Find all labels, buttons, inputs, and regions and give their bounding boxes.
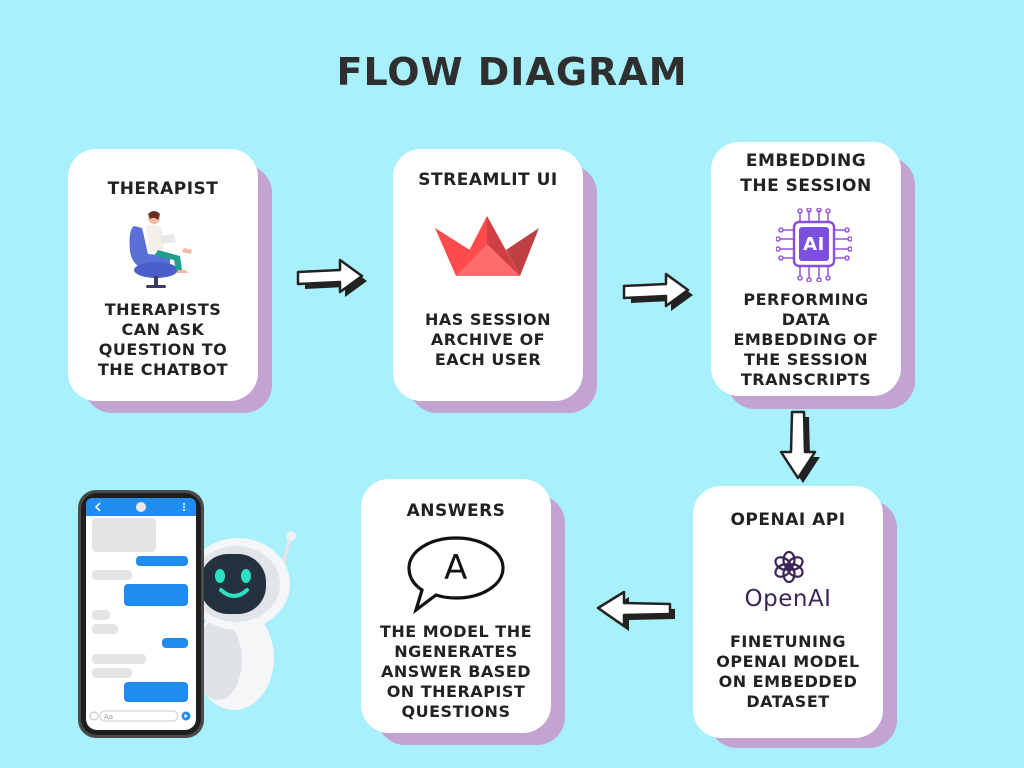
chat-input-placeholder: Aa bbox=[104, 713, 114, 721]
card-body-embedding: PERFORMING DATA EMBEDDING OF THE SESSION… bbox=[733, 290, 879, 389]
page-title: FLOW DIAGRAM bbox=[336, 50, 688, 94]
card-heading-answers: ANSWERS bbox=[406, 501, 506, 521]
card-embedding bbox=[711, 142, 901, 396]
card-heading-therapist: THERAPIST bbox=[107, 179, 219, 199]
card-openai bbox=[693, 486, 883, 738]
streamlit-logo-icon bbox=[435, 216, 539, 276]
card-heading-embedding: EMBEDDING THE SESSION bbox=[740, 151, 872, 196]
openai-wordmark: OpenAI bbox=[744, 586, 832, 612]
card-body-openai: FINETUNING OPENAI MODEL ON EMBEDDED DATA… bbox=[716, 632, 860, 711]
arrow-right-1 bbox=[296, 258, 367, 297]
speech-bubble-a-icon bbox=[407, 536, 505, 614]
arrow-left bbox=[596, 590, 675, 631]
ai-chip-label: AI bbox=[803, 234, 825, 255]
card-answers bbox=[361, 479, 551, 733]
card-body-streamlit: HAS SESSION ARCHIVE OF EACH USER bbox=[424, 310, 552, 369]
robot-mascot-icon bbox=[186, 531, 296, 710]
arrow-right-2 bbox=[622, 272, 693, 311]
ai-chip-icon bbox=[776, 208, 852, 282]
chat-phone-mockup bbox=[78, 490, 204, 738]
openai-logo-icon bbox=[774, 551, 804, 583]
arrow-down bbox=[779, 410, 820, 483]
card-heading-streamlit: STREAMLIT UI bbox=[418, 170, 558, 190]
card-body-answers: THE MODEL THE NGENERATES ANSWER BASED ON… bbox=[379, 622, 533, 721]
person-reading-icon bbox=[129, 211, 192, 288]
card-body-therapist: THERAPISTS CAN ASK QUESTION TO THE CHATB… bbox=[97, 300, 229, 379]
card-heading-openai: OPENAI API bbox=[730, 510, 846, 530]
speech-bubble-letter: A bbox=[444, 548, 468, 588]
